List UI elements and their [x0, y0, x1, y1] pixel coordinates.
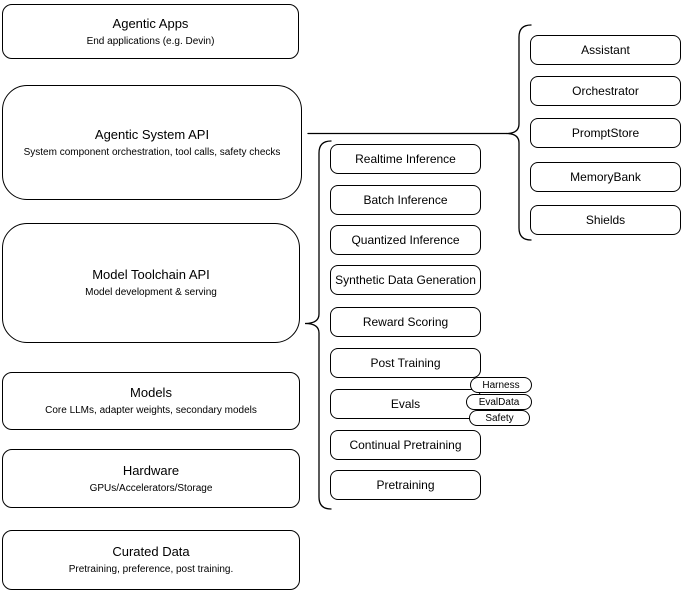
layer-title: Agentic System API [94, 126, 210, 142]
node-continual-pretraining: Continual Pretraining [330, 430, 481, 460]
node-quantized-inference: Quantized Inference [330, 225, 481, 255]
layer-title: Hardware [122, 462, 180, 478]
node-promptstore: PromptStore [530, 118, 681, 148]
toolchain-group-brace [304, 140, 332, 510]
layer-subtitle: Core LLMs, adapter weights, secondary mo… [45, 405, 257, 416]
layer-box-models: Models Core LLMs, adapter weights, secon… [2, 372, 300, 430]
system-components-brace [505, 24, 532, 241]
layer-subtitle: System component orchestration, tool cal… [23, 146, 281, 158]
node-realtime-inference: Realtime Inference [330, 144, 481, 174]
pill-safety: Safety [469, 410, 530, 426]
node-synthetic-data-generation: Synthetic Data Generation [330, 265, 481, 295]
node-pretraining: Pretraining [330, 470, 481, 500]
layer-box-agentic-system-api: Agentic System API System component orch… [2, 85, 302, 200]
layer-subtitle: End applications (e.g. Devin) [86, 35, 215, 47]
layer-title: Models [130, 385, 172, 400]
node-memorybank: MemoryBank [530, 162, 681, 192]
node-batch-inference: Batch Inference [330, 185, 481, 215]
layer-subtitle: GPUs/Accelerators/Storage [89, 482, 213, 494]
node-assistant: Assistant [530, 35, 681, 65]
pill-harness: Harness [470, 377, 532, 393]
pill-evaldata: EvalData [466, 394, 532, 410]
node-evals: Evals [330, 389, 481, 419]
layer-box-curated-data: Curated Data Pretraining, preference, po… [2, 530, 300, 590]
layer-box-model-toolchain-api: Model Toolchain API Model development & … [2, 223, 300, 343]
layer-title: Agentic Apps [112, 15, 189, 31]
layer-title: Curated Data [112, 544, 190, 559]
layer-subtitle: Pretraining, preference, post training. [68, 564, 234, 575]
node-post-training: Post Training [330, 348, 481, 378]
layer-box-agentic-apps: Agentic Apps End applications (e.g. Devi… [2, 4, 299, 59]
node-reward-scoring: Reward Scoring [330, 307, 481, 337]
layer-subtitle: Model development & serving [85, 287, 217, 298]
layer-title: Model Toolchain API [92, 267, 210, 282]
node-orchestrator: Orchestrator [530, 76, 681, 106]
node-shields: Shields [530, 205, 681, 235]
layer-box-hardware: Hardware GPUs/Accelerators/Storage [2, 449, 300, 508]
